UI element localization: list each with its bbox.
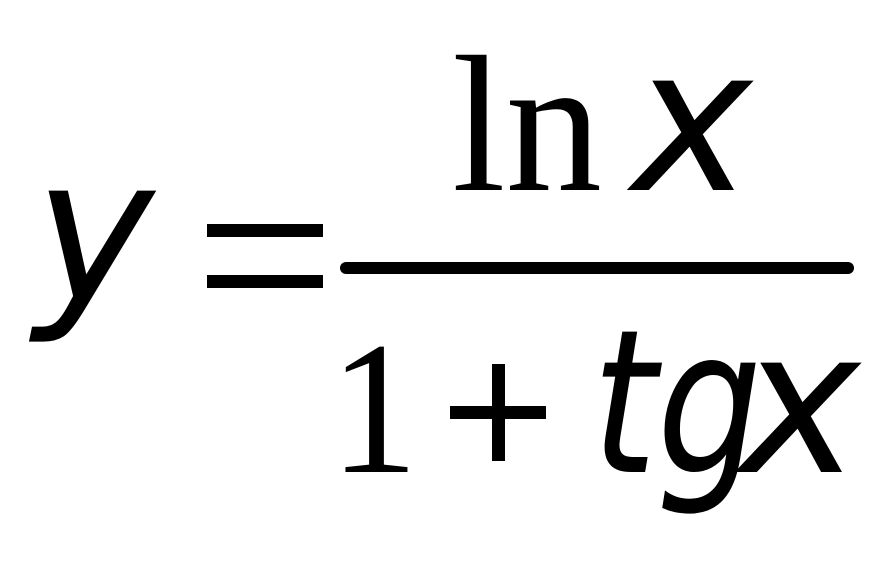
numerator-variable-x: x [626, 5, 755, 238]
lhs-variable-y: y [29, 115, 157, 348]
denominator-variable-x: x [734, 287, 863, 520]
denominator-constant-1: 1 [330, 304, 418, 514]
denominator-function-tg: tg [592, 287, 762, 520]
equals-bar-bottom [207, 275, 323, 288]
plus-bar-vertical [492, 364, 505, 461]
denominator: 1 + tg x [330, 287, 863, 520]
plus-sign [450, 364, 546, 461]
equals-bar-top [207, 224, 323, 237]
equals-sign: = [207, 224, 323, 288]
numerator: ln x [452, 5, 755, 238]
numerator-function-ln: ln [452, 17, 602, 233]
